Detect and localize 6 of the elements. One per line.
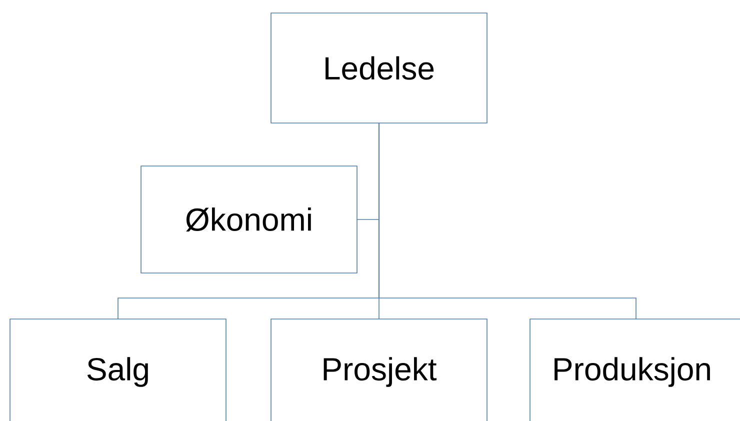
org-box: Prosjekt <box>270 318 488 421</box>
org-box: Produksjon <box>530 318 740 421</box>
connector-line <box>378 122 636 320</box>
org-box: Økonomi <box>140 166 358 274</box>
org-box: Ledelse <box>270 12 488 124</box>
org-box: Salg <box>10 318 226 421</box>
